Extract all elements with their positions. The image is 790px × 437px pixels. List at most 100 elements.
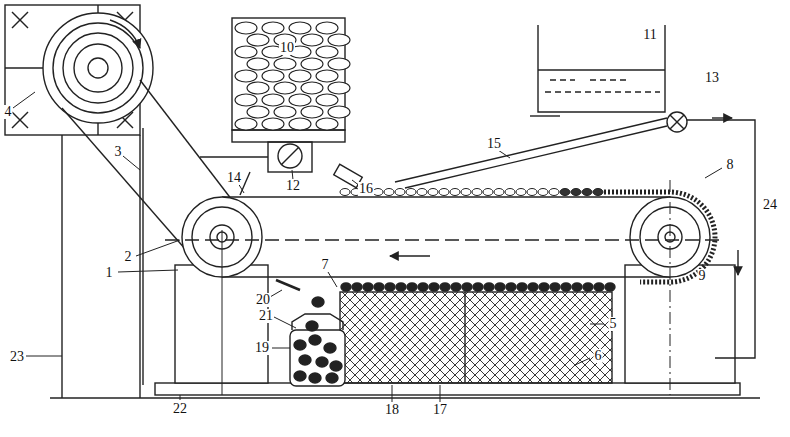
coated-stone (341, 283, 351, 291)
callout-number: 2 (124, 250, 133, 264)
coated-stone (473, 283, 483, 291)
stone (505, 189, 515, 196)
coated-stone (605, 283, 615, 291)
callout-number: 24 (762, 198, 778, 212)
callout-number: 15 (486, 137, 502, 151)
coated-stone (324, 343, 336, 353)
coated-stone (326, 373, 338, 383)
callout-number: 19 (254, 341, 270, 355)
stone (538, 189, 548, 196)
coated-stone (306, 321, 318, 331)
stone (516, 189, 526, 196)
coated-stone (385, 283, 395, 291)
coated-stone (299, 355, 311, 365)
callout-number: 6 (594, 349, 603, 363)
stone (316, 22, 338, 34)
stone (461, 189, 471, 196)
coated-stone (330, 361, 342, 371)
stone (235, 118, 257, 130)
coated-stone (407, 283, 417, 291)
coated-stone (418, 283, 428, 291)
stone (247, 106, 269, 118)
stone (289, 94, 311, 106)
callout-number: 3 (114, 145, 123, 159)
stone (274, 106, 296, 118)
stone (483, 189, 493, 196)
stone (316, 46, 338, 58)
callout-number: 5 (609, 317, 618, 331)
stone (316, 118, 338, 130)
stone (472, 189, 482, 196)
coated-stone (561, 283, 571, 291)
coated-stone (451, 283, 461, 291)
stone (494, 189, 504, 196)
coated-stone (309, 373, 321, 383)
stone (274, 58, 296, 70)
stone (301, 106, 323, 118)
coated-stone (539, 283, 549, 291)
stone (247, 34, 269, 46)
stone (527, 189, 537, 196)
callout-number: 4 (4, 105, 13, 119)
stone (262, 94, 284, 106)
callout-number: 13 (704, 71, 720, 85)
callout-number: 18 (384, 403, 400, 417)
stone (247, 58, 269, 70)
stone (301, 58, 323, 70)
stone (262, 22, 284, 34)
stone (571, 189, 581, 196)
stone (560, 189, 570, 196)
stone (262, 70, 284, 82)
stone (235, 22, 257, 34)
callout-number: 23 (9, 350, 25, 364)
callout-number: 14 (226, 171, 242, 185)
coated-stone (506, 283, 516, 291)
coated-stone (294, 371, 306, 381)
coated-stone (374, 283, 384, 291)
callout-number: 10 (279, 41, 295, 55)
stone (328, 106, 350, 118)
coated-stone (583, 283, 593, 291)
coated-stone (363, 283, 373, 291)
callout-number: 20 (255, 293, 271, 307)
stone (439, 189, 449, 196)
coated-stone (594, 283, 604, 291)
stone (316, 70, 338, 82)
stone (428, 189, 438, 196)
stone (340, 189, 350, 196)
stone (328, 34, 350, 46)
stone (235, 94, 257, 106)
coated-stone (517, 283, 527, 291)
callout-number: 16 (358, 182, 374, 196)
coated-stone (396, 283, 406, 291)
stone (395, 189, 405, 196)
stone (289, 118, 311, 130)
stone (582, 189, 592, 196)
coated-stone (309, 335, 321, 345)
stone (247, 82, 269, 94)
coated-stone (484, 283, 494, 291)
coated-stone (429, 283, 439, 291)
stone (289, 70, 311, 82)
callout-number: 11 (642, 28, 657, 42)
coated-stone (352, 283, 362, 291)
callout-number: 7 (321, 258, 330, 272)
coated-stone (550, 283, 560, 291)
stone (235, 70, 257, 82)
callout-number: 12 (285, 179, 301, 193)
stone (328, 58, 350, 70)
coated-stone (462, 283, 472, 291)
coated-stone (316, 357, 328, 367)
coated-stone (572, 283, 582, 291)
callout-number: 8 (726, 158, 735, 172)
callout-number: 21 (258, 309, 274, 323)
stone (328, 82, 350, 94)
callout-number: 17 (432, 403, 448, 417)
stone (549, 189, 559, 196)
callout-number: 9 (698, 269, 707, 283)
stone (301, 34, 323, 46)
stone (406, 189, 416, 196)
callout-number: 1 (105, 266, 114, 280)
stone (301, 82, 323, 94)
